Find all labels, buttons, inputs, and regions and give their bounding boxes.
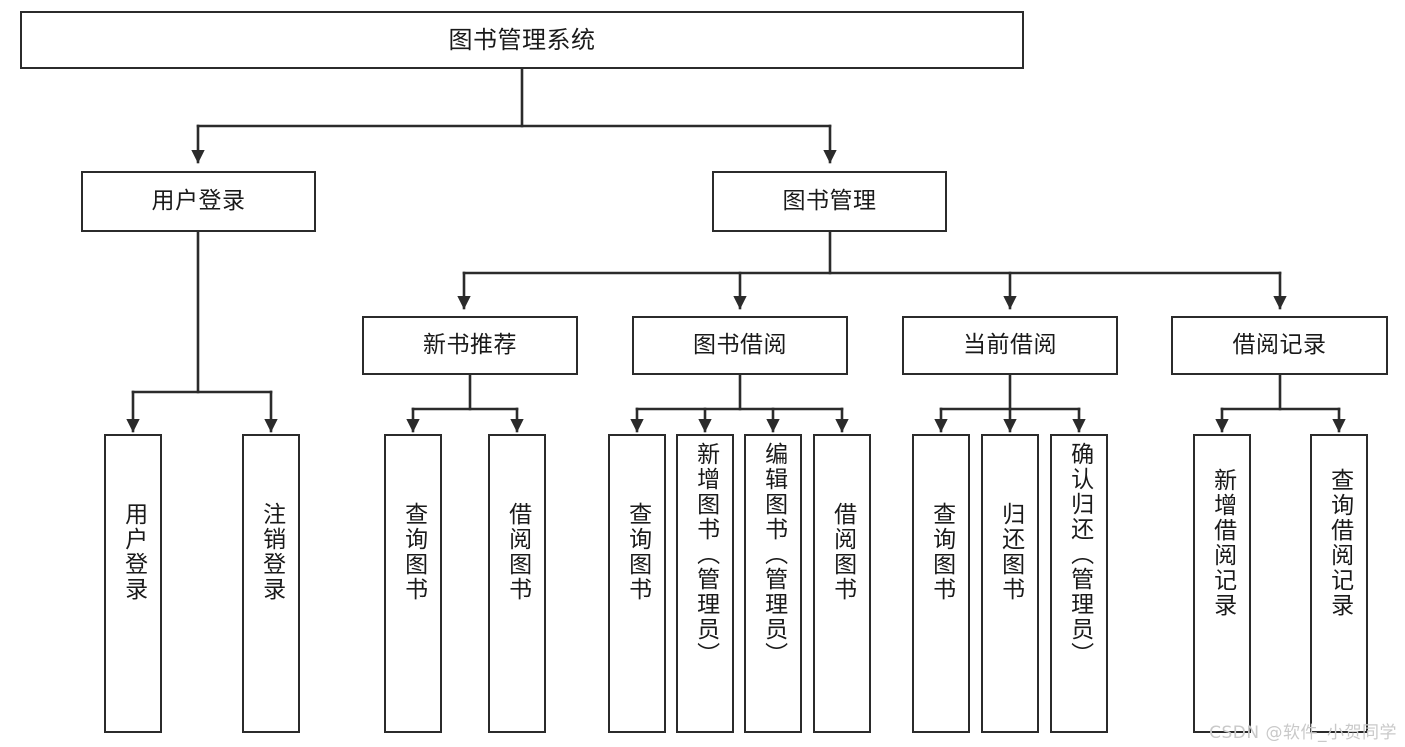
leaf-current-query-book[interactable]: 查询图书 xyxy=(912,434,970,733)
leaf-borrow-edit-book-admin[interactable]: 编辑图书（管理员） xyxy=(744,434,802,733)
leaf-borrow-borrow-book[interactable]: 借阅图书 xyxy=(813,434,871,733)
leaf-borrow-query-book[interactable]: 查询图书 xyxy=(608,434,666,733)
leaf-logout[interactable]: 注销登录 xyxy=(242,434,300,733)
leaf-borrow-add-book-admin[interactable]: 新增图书（管理员） xyxy=(676,434,734,733)
leaf-label: 借阅图书 xyxy=(829,502,856,602)
node-current-borrow[interactable]: 当前借阅 xyxy=(902,316,1118,375)
leaf-label: 新增借阅记录 xyxy=(1209,468,1236,618)
node-label: 图书管理系统 xyxy=(448,25,596,54)
node-label: 当前借阅 xyxy=(963,331,1057,358)
leaf-label: 归还图书 xyxy=(997,502,1024,602)
node-new-book-recommend[interactable]: 新书推荐 xyxy=(362,316,578,375)
node-user-login[interactable]: 用户登录 xyxy=(81,171,316,232)
node-label: 借阅记录 xyxy=(1232,331,1327,358)
leaf-label: 查询图书 xyxy=(400,502,427,602)
node-book-borrow[interactable]: 图书借阅 xyxy=(632,316,848,375)
node-label: 新书推荐 xyxy=(423,331,517,358)
node-book-management[interactable]: 图书管理 xyxy=(712,171,947,232)
leaf-label: 查询图书 xyxy=(624,502,651,602)
leaf-label: 注销登录 xyxy=(258,502,285,602)
node-root-book-management-system[interactable]: 图书管理系统 xyxy=(20,11,1024,69)
leaf-recommend-borrow-book[interactable]: 借阅图书 xyxy=(488,434,546,733)
leaf-label: 查询图书 xyxy=(928,502,955,602)
node-label: 用户登录 xyxy=(151,187,246,214)
node-label: 图书借阅 xyxy=(693,331,787,358)
leaf-record-add-borrow-record[interactable]: 新增借阅记录 xyxy=(1193,434,1251,733)
leaf-label: 用户登录 xyxy=(120,502,147,602)
leaf-label: 确认归还（管理员） xyxy=(1066,442,1093,667)
leaf-label: 编辑图书（管理员） xyxy=(760,442,787,667)
node-label: 图书管理 xyxy=(782,187,877,214)
leaf-current-return-book[interactable]: 归还图书 xyxy=(981,434,1039,733)
leaf-label: 借阅图书 xyxy=(504,502,531,602)
node-borrow-record[interactable]: 借阅记录 xyxy=(1171,316,1388,375)
leaf-recommend-query-book[interactable]: 查询图书 xyxy=(384,434,442,733)
leaf-label: 查询借阅记录 xyxy=(1326,468,1353,618)
leaf-current-confirm-return-admin[interactable]: 确认归还（管理员） xyxy=(1050,434,1108,733)
leaf-label: 新增图书（管理员） xyxy=(692,442,719,667)
watermark: CSDN @软件_小贺同学 xyxy=(1209,723,1397,743)
leaf-record-query-borrow-record[interactable]: 查询借阅记录 xyxy=(1310,434,1368,733)
leaf-user-login[interactable]: 用户登录 xyxy=(104,434,162,733)
